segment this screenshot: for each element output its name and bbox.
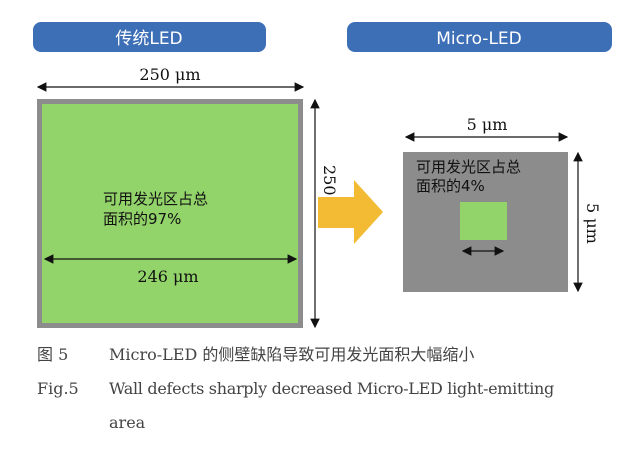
left-area-text-line1: 可用发光区占总 xyxy=(103,190,208,208)
left-inner-width-label: 246 μm xyxy=(137,267,198,286)
right-height-label: 5 μm xyxy=(583,203,602,244)
caption-en-text-line2: area xyxy=(109,413,146,432)
caption-en-label: Fig.5 xyxy=(37,379,79,398)
transition-arrow xyxy=(318,180,383,244)
caption-cn-label: 图 5 xyxy=(37,345,69,364)
right-width-label: 5 μm xyxy=(467,115,508,134)
right-area-text-line2: 面积的4% xyxy=(416,177,485,195)
header-left-bg xyxy=(33,22,266,52)
header-right-label: Micro-LED xyxy=(436,29,522,49)
left-width-label: 250 μm xyxy=(139,65,200,84)
header-right-bg xyxy=(347,22,612,52)
caption-en: Fig.5 Wall defects sharply decreased Micr… xyxy=(37,379,637,398)
micro-led-emitting-area xyxy=(460,202,507,240)
caption-cn-text: Micro-LED 的侧壁缺陷导致可用发光面积大幅缩小 xyxy=(109,345,475,364)
caption-cn: 图 5 Micro-LED 的侧壁缺陷导致可用发光面积大幅缩小 xyxy=(37,341,637,365)
caption-en-text-line1: Wall defects sharply decreased Micro-LED… xyxy=(109,379,554,398)
traditional-led-emitting-area xyxy=(42,104,298,323)
left-area-text-line2: 面积的97% xyxy=(103,210,181,228)
header-left-label: 传统LED xyxy=(115,29,182,49)
right-area-text-line1: 可用发光区占总 xyxy=(416,158,521,176)
caption-en-continuation: area xyxy=(109,413,145,432)
